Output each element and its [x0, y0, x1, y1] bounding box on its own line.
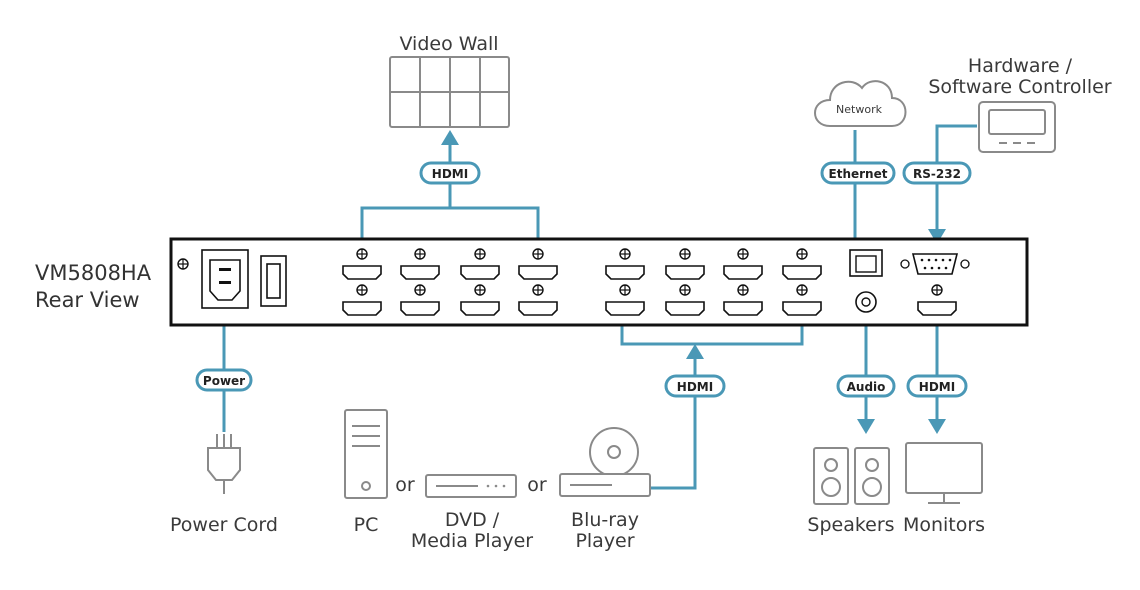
- network-label: Network: [836, 103, 883, 116]
- pc-label: PC: [354, 514, 379, 536]
- svg-text:HDMI: HDMI: [919, 380, 955, 394]
- bluray-player-icon: [559, 427, 651, 497]
- svg-text:HDMI: HDMI: [677, 380, 713, 394]
- network-cloud-icon: [814, 80, 907, 127]
- svg-text:Power: Power: [203, 374, 245, 388]
- pill-hdmi-out: HDMI: [419, 161, 481, 185]
- pc-tower-icon: [344, 409, 388, 499]
- pill-power: Power: [195, 368, 253, 392]
- pill-rs232: RS-232: [902, 161, 972, 185]
- controller-label-line1: Hardware /: [968, 55, 1073, 77]
- video-wall-icon: [389, 56, 510, 128]
- power-plug-icon: [207, 434, 241, 494]
- dvd-label-line2: Media Player: [411, 530, 533, 552]
- svg-text:HDMI: HDMI: [432, 167, 468, 181]
- bluray-label-line2: Player: [575, 530, 634, 552]
- pill-ethernet: Ethernet: [820, 161, 896, 185]
- speakers-label: Speakers: [807, 514, 894, 536]
- monitors-label: Monitors: [903, 514, 985, 536]
- pill-audio: Audio: [836, 374, 896, 398]
- vm5808ha-chassis: [169, 237, 1029, 327]
- power-cord-label: Power Cord: [170, 514, 278, 536]
- svg-text:Ethernet: Ethernet: [829, 167, 888, 181]
- pill-hdmi-in: HDMI: [664, 374, 726, 398]
- controller-label-line2: Software Controller: [928, 76, 1111, 98]
- dvd-player-icon: [425, 474, 517, 498]
- pill-hdmi-monitor: HDMI: [906, 374, 968, 398]
- svg-text:Audio: Audio: [847, 380, 886, 394]
- controller-icon: [978, 101, 1056, 153]
- or-label-2: or: [527, 474, 547, 496]
- video-wall-label: Video Wall: [399, 33, 498, 55]
- device-model-label: VM5808HA: [35, 261, 152, 285]
- dvd-label-line1: DVD /: [445, 509, 500, 531]
- speakers-icon: [813, 447, 890, 505]
- connection-lines: [222, 124, 977, 490]
- or-label-1: or: [395, 474, 415, 496]
- bluray-label-line1: Blu-ray: [571, 509, 639, 531]
- monitor-icon: [905, 442, 983, 504]
- device-view-label: Rear View: [35, 288, 140, 312]
- svg-text:RS-232: RS-232: [913, 167, 961, 181]
